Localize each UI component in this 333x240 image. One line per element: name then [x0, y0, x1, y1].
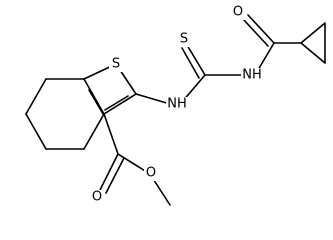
- bond: [103, 113, 119, 155]
- cyclopropane-ring: [300, 22, 326, 64]
- thiourea-chain: [135, 14, 302, 105]
- bond: [104, 95, 129, 111]
- thiophene-sulfur-label: S: [112, 57, 120, 72]
- ester-methoxy-oxygen-label: O: [146, 166, 156, 181]
- bond: [247, 14, 275, 44]
- bond: [105, 157, 125, 194]
- chemical-structure: S S O NH NH O O: [25, 5, 326, 206]
- thiophene-ring: [83, 63, 137, 150]
- bond: [99, 153, 119, 191]
- bond: [300, 42, 326, 64]
- bond: [83, 113, 105, 150]
- bond: [257, 42, 275, 71]
- bond: [186, 44, 206, 76]
- bond: [181, 47, 200, 79]
- imide-nh-label: NH: [242, 68, 262, 83]
- bond: [83, 78, 105, 115]
- atom-labels: S S O NH NH O O: [90, 5, 263, 205]
- cyclohexene-ring: [25, 78, 85, 150]
- bond: [135, 93, 171, 105]
- bond: [25, 78, 47, 115]
- amide-oxygen-label: O: [233, 5, 243, 20]
- amine-nh-label: NH: [167, 97, 187, 112]
- bond: [300, 22, 326, 44]
- bond: [103, 93, 137, 115]
- thiourea-sulfur-label: S: [180, 32, 188, 47]
- ester-carbonyl-oxygen-label: O: [92, 190, 102, 205]
- bond: [25, 113, 47, 150]
- bond: [88, 89, 104, 115]
- methyl-ester: [99, 113, 171, 206]
- bond: [242, 18, 269, 47]
